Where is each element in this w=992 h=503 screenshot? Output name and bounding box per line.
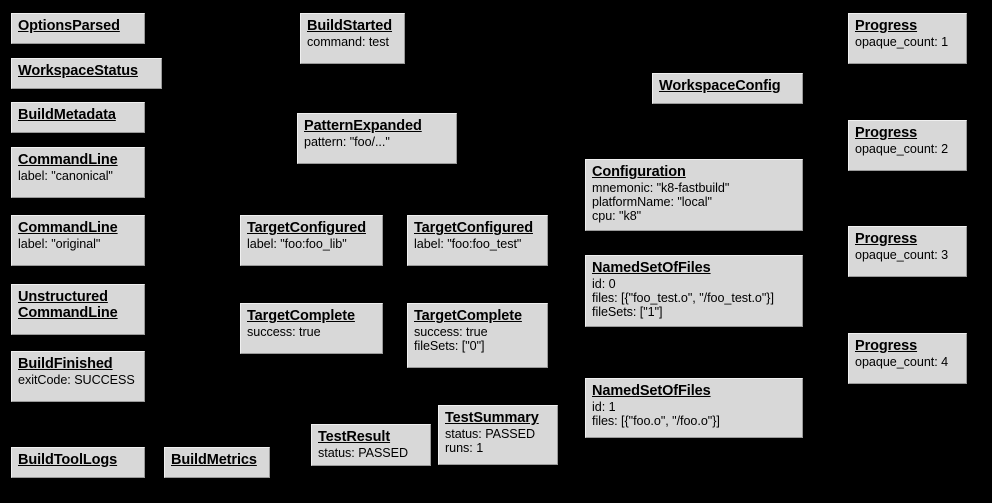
node-fields: command: test <box>307 35 389 50</box>
node-workspace-config[interactable]: WorkspaceConfig <box>652 73 803 104</box>
node-title: BuildStarted <box>307 18 393 34</box>
node-title: NamedSetOfFiles <box>592 383 711 399</box>
node-unstructured-command-line[interactable]: Unstructured CommandLine <box>11 284 145 335</box>
node-fields: label: "foo:foo_lib" <box>247 237 347 252</box>
node-title: WorkspaceStatus <box>18 63 138 79</box>
node-fields: mnemonic: "k8-fastbuild" platformName: "… <box>592 181 730 224</box>
node-title: Progress <box>855 338 918 354</box>
node-build-tool-logs[interactable]: BuildToolLogs <box>11 447 145 478</box>
node-title: CommandLine <box>18 220 118 236</box>
node-title: BuildFinished <box>18 356 113 372</box>
node-fields: opaque_count: 1 <box>855 35 949 50</box>
node-title: TargetComplete <box>247 308 355 324</box>
node-title: OptionsParsed <box>18 18 120 34</box>
node-title: Progress <box>855 231 918 247</box>
node-options-parsed[interactable]: OptionsParsed <box>11 13 145 44</box>
node-title: TestSummary <box>445 410 539 426</box>
node-title: WorkspaceConfig <box>659 78 781 94</box>
node-fields: status: PASSED runs: 1 <box>445 427 536 456</box>
node-fields: pattern: "foo/..." <box>304 135 390 150</box>
node-title: Progress <box>855 18 918 34</box>
node-title: NamedSetOfFiles <box>592 260 711 276</box>
node-fields: label: "original" <box>18 237 101 252</box>
node-workspace-status[interactable]: WorkspaceStatus <box>11 58 162 89</box>
node-fields: opaque_count: 4 <box>855 355 949 370</box>
node-title: Configuration <box>592 164 686 180</box>
node-title: PatternExpanded <box>304 118 422 134</box>
node-title: TargetConfigured <box>414 220 533 236</box>
node-fields: exitCode: SUCCESS <box>18 373 135 388</box>
node-title: Progress <box>855 125 918 141</box>
node-fields: success: true fileSets: ["0"] <box>414 325 488 354</box>
node-title: BuildMetadata <box>18 107 116 123</box>
node-title: Unstructured CommandLine <box>18 289 118 322</box>
node-fields: id: 0 files: [{"foo_test.o", "/foo_test.… <box>592 277 774 320</box>
node-fields: opaque_count: 3 <box>855 248 949 263</box>
node-fields: status: PASSED <box>318 446 409 461</box>
node-fields: id: 1 files: [{"foo.o", "/foo.o"}] <box>592 400 720 429</box>
node-title: CommandLine <box>18 152 118 168</box>
node-title: BuildMetrics <box>171 452 257 468</box>
node-build-metadata[interactable]: BuildMetadata <box>11 102 145 133</box>
node-title: TestResult <box>318 429 391 445</box>
node-fields: success: true <box>247 325 321 340</box>
node-title: TargetConfigured <box>247 220 366 236</box>
node-fields: opaque_count: 2 <box>855 142 949 157</box>
node-fields: label: "foo:foo_test" <box>414 237 522 252</box>
node-title: TargetComplete <box>414 308 522 324</box>
node-build-metrics[interactable]: BuildMetrics <box>164 447 270 478</box>
node-title: BuildToolLogs <box>18 452 118 468</box>
node-fields: label: "canonical" <box>18 169 113 184</box>
